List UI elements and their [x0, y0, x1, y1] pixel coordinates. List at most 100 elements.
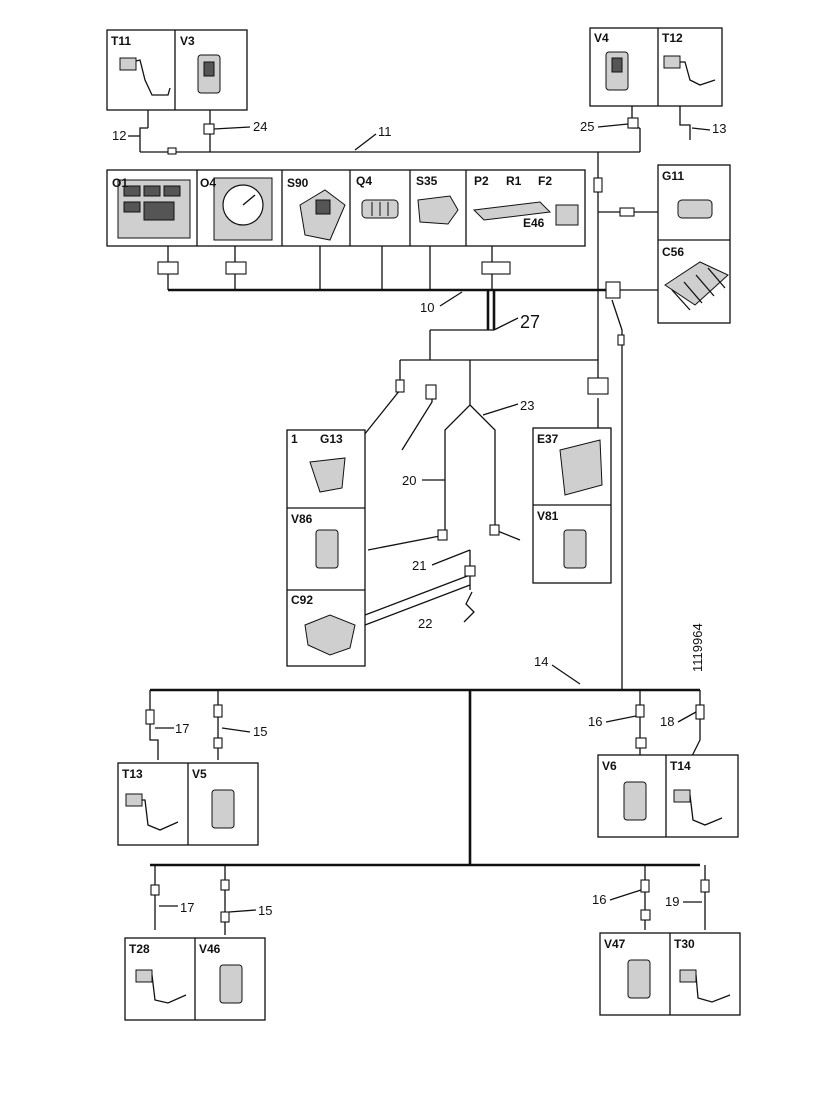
harness-10-bus: [168, 288, 618, 297]
label-E37: E37: [537, 432, 559, 446]
component-labels: T11 V3 V4 T12 O1 O4 S90 Q4 S35 P2 R1 F2 …: [111, 31, 695, 956]
label-T30: T30: [674, 937, 695, 951]
connector: [157, 261, 179, 275]
label-G13: G13: [320, 432, 343, 446]
connector: [587, 377, 609, 395]
connector: [489, 524, 500, 536]
label-G11: G11: [662, 169, 684, 183]
connector: [220, 911, 230, 923]
connector: [167, 147, 177, 155]
harness-11-right-drop: [631, 106, 691, 152]
label-T14: T14: [670, 759, 691, 773]
harness-22: 22: [418, 616, 432, 631]
label-V4: V4: [594, 31, 609, 45]
label-T11: T11: [111, 34, 131, 48]
connector: [145, 709, 155, 725]
label-T28: T28: [129, 942, 150, 956]
connector: [395, 379, 405, 393]
connector: [150, 884, 160, 896]
connector: [225, 261, 247, 275]
connector: [203, 123, 215, 135]
e46-module-icon: [555, 204, 579, 226]
harness-15a: 15: [253, 724, 267, 739]
relay-icon: [309, 457, 346, 493]
harness-21: 21: [412, 558, 426, 573]
label-C56: C56: [662, 245, 684, 259]
label-O4: O4: [200, 176, 216, 190]
harness-25: 25: [580, 119, 594, 134]
connector: [635, 704, 645, 718]
connector: [617, 334, 625, 346]
label-V81: V81: [537, 509, 559, 523]
harness-23: 23: [520, 398, 534, 413]
switch-icon: [299, 189, 346, 241]
connector: [220, 879, 230, 891]
label-V5: V5: [192, 767, 207, 781]
harness-11-left-drop: [139, 110, 211, 152]
valve-icon: [623, 781, 647, 821]
actuator-icon: [304, 614, 356, 656]
harness-27: 27: [520, 312, 540, 332]
temp-sensor-icon: [119, 59, 171, 96]
harness-18: 18: [660, 714, 674, 729]
harness-numbers: 12 24 11 25 13 10 27 23 20 21 22 14 17 1…: [112, 119, 726, 918]
harness-14: 14: [534, 654, 548, 669]
connector: [619, 207, 635, 217]
connectors: [145, 117, 710, 923]
connector: [481, 261, 511, 275]
connector: [593, 177, 603, 193]
harness-14-bus: [150, 688, 700, 867]
label-F2: F2: [538, 174, 552, 188]
connector: [605, 281, 621, 299]
label-S35: S35: [416, 174, 438, 188]
harness-20: 20: [402, 473, 416, 488]
control-module-icon: [559, 439, 603, 496]
connector: [425, 384, 437, 400]
harness-20-v86: [367, 534, 446, 551]
connector: [627, 117, 639, 129]
harness-27-branch: [400, 329, 599, 385]
label-P2: P2: [474, 174, 489, 188]
figure-reference: 1119964: [690, 623, 705, 672]
harness-11: 11: [378, 124, 392, 139]
valve-icon: [315, 529, 339, 569]
label-T13: T13: [122, 767, 143, 781]
harness-27: [486, 290, 496, 330]
label-1: 1: [291, 432, 298, 446]
box-V6-T14: [597, 754, 739, 838]
harness-16b: 16: [592, 892, 606, 907]
connector: [635, 737, 647, 749]
label-Q4: Q4: [356, 174, 372, 188]
label-V47: V47: [604, 937, 626, 951]
label-E46: E46: [523, 216, 545, 230]
label-O1: O1: [112, 176, 128, 190]
connector: [213, 704, 223, 718]
connector: [437, 529, 448, 541]
harness-15b: 15: [258, 903, 272, 918]
harness-24: 24: [253, 119, 267, 134]
connector: [700, 879, 710, 893]
valve-icon: [627, 959, 651, 999]
label-T12: T12: [662, 31, 683, 45]
harness-19: 19: [665, 894, 679, 909]
label-V6: V6: [602, 759, 617, 773]
label-V3: V3: [180, 34, 195, 48]
label-C92: C92: [291, 593, 313, 607]
connector: [695, 704, 705, 720]
connector: [464, 565, 476, 577]
harness-23: [444, 360, 496, 535]
harness-16a: 16: [588, 714, 602, 729]
connector: [640, 909, 651, 921]
valve-icon: [563, 529, 587, 569]
g13-wires: [359, 360, 433, 451]
circuit-board-icon: [472, 201, 552, 221]
relay-icon: [677, 199, 713, 219]
switch-block-icon: [417, 195, 459, 225]
valve-icon: [219, 964, 243, 1004]
harness-13: 13: [712, 121, 726, 136]
harness-10: 10: [420, 300, 434, 315]
harness-17b: 17: [180, 900, 194, 915]
label-V86: V86: [291, 512, 313, 526]
valve-icon: [211, 789, 235, 829]
